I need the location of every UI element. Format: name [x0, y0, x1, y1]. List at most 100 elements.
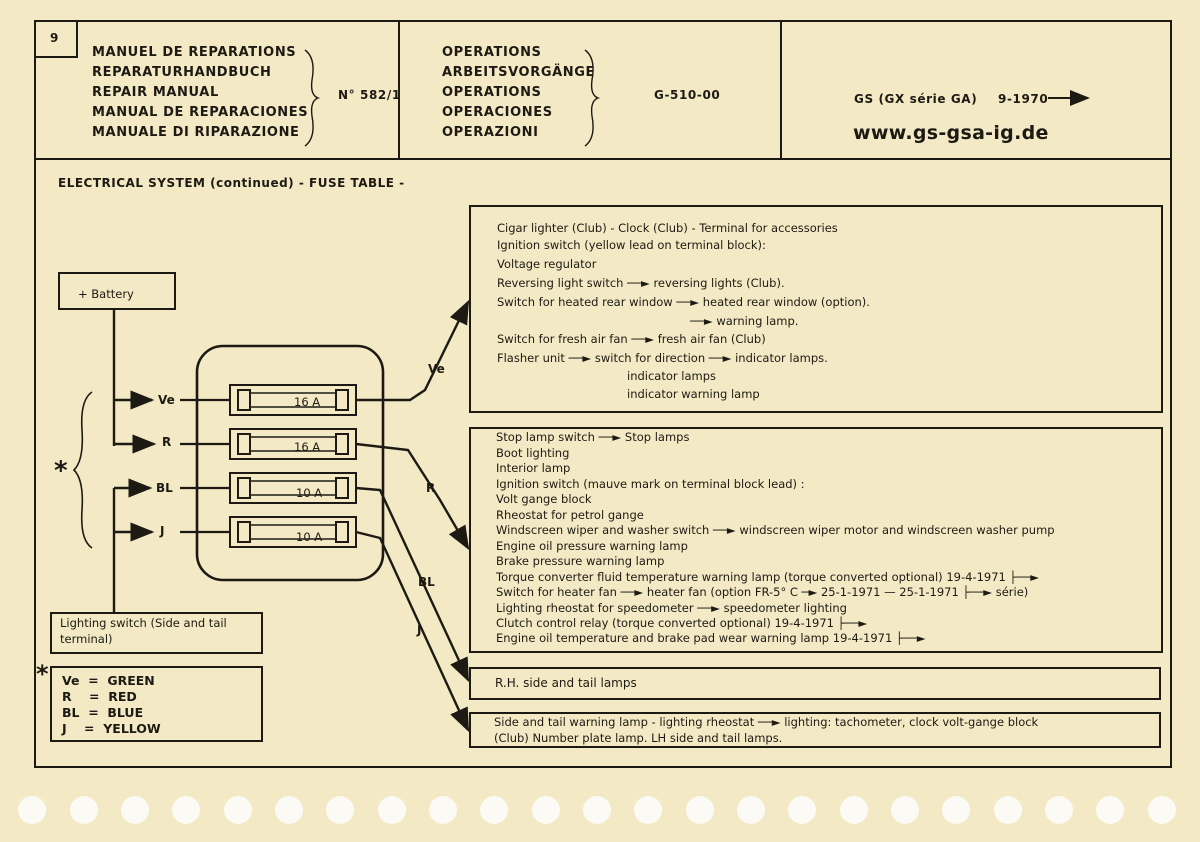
- punch-hole: [686, 796, 714, 824]
- legend-green: Ve = GREEN: [62, 673, 155, 688]
- box1-line-2: Ignition switch (yellow lead on terminal…: [497, 238, 766, 252]
- website-link[interactable]: www.gs-gsa-ig.de: [853, 122, 1049, 144]
- box1-line-10: indicator warning lamp: [627, 387, 760, 401]
- punch-hole: [275, 796, 303, 824]
- box2-line-8: Engine oil pressure warning lamp: [496, 539, 688, 553]
- box1-line-6: ──► warning lamp.: [690, 314, 799, 328]
- box2-line-11: Switch for heater fan ──► heater fan (op…: [496, 585, 1029, 599]
- box1-line-5: Switch for heated rear window ──► heated…: [497, 295, 870, 309]
- punch-hole: [378, 796, 406, 824]
- punch-hole: [737, 796, 765, 824]
- legend-asterisk: *: [36, 660, 49, 688]
- wire-label-ve: Ve: [158, 393, 175, 407]
- punch-hole: [532, 796, 560, 824]
- page-number: 9: [50, 31, 59, 45]
- date-label: 9-1970: [998, 92, 1049, 106]
- box2-line-14: Engine oil temperature and brake pad wea…: [496, 631, 926, 645]
- page-number-box: [34, 20, 78, 58]
- box2-line-6: Rheostat for petrol gange: [496, 508, 644, 522]
- punch-hole: [326, 796, 354, 824]
- legend-yellow: J = YELLOW: [62, 721, 161, 736]
- punch-hole: [121, 796, 149, 824]
- header-divider-1: [398, 20, 400, 160]
- wire-j-out: [355, 530, 470, 733]
- output-label-r: R: [426, 481, 436, 495]
- box1-line-7: Switch for fresh air fan ──► fresh air f…: [497, 332, 766, 346]
- fuse-rating-4: 10 A: [296, 530, 323, 544]
- battery-label: + Battery: [78, 287, 134, 301]
- box2-line-5: Volt gange block: [496, 492, 592, 506]
- box1-line-8: Flasher unit ──► switch for direction ──…: [497, 351, 828, 365]
- box2-line-9: Brake pressure warning lamp: [496, 554, 665, 568]
- legend-blue: BL = BLUE: [62, 705, 144, 720]
- manual-title-it: MANUALE DI RIPARAZIONE: [92, 125, 300, 140]
- box2-line-7: Windscreen wiper and washer switch ──► w…: [496, 523, 1055, 537]
- punch-hole: [224, 796, 252, 824]
- circuit-box-r: [469, 427, 1163, 653]
- box1-line-9: indicator lamps: [627, 369, 717, 383]
- box2-line-3: Interior lamp: [496, 461, 571, 475]
- fuse-3: [229, 472, 357, 504]
- lighting-switch-label-2: terminal): [60, 632, 113, 646]
- header-brace-2: [584, 49, 600, 147]
- operations-title-en: OPERATIONS: [442, 85, 542, 100]
- operations-title-it: OPERAZIONI: [442, 125, 539, 140]
- punch-hole: [480, 796, 508, 824]
- wire-label-bl: BL: [156, 481, 173, 495]
- section-title: ELECTRICAL SYSTEM (continued) - FUSE TAB…: [58, 176, 405, 190]
- fuse-rating-1: 16 A: [294, 395, 321, 409]
- manual-number: N° 582/1: [338, 88, 401, 102]
- color-legend: Ve = GREEN R = RED BL = BLUE J = YELLOW: [62, 673, 161, 737]
- lighting-switch-label-1: Lighting switch (Side and tail: [60, 616, 227, 630]
- manual-title-es: MANUAL DE REPARACIONES: [92, 105, 309, 120]
- operations-title-de: ARBEITSVORGÄNGE: [442, 65, 595, 80]
- punch-hole: [1148, 796, 1176, 824]
- manual-title-fr: MANUEL DE REPARATIONS: [92, 45, 297, 60]
- color-legend-box: [50, 666, 263, 742]
- fuse-box-outline: [195, 344, 385, 582]
- header-brace-1: [304, 49, 320, 147]
- wire-ve-out: [356, 299, 470, 402]
- punch-hole: [891, 796, 919, 824]
- operation-code: G-510-00: [654, 88, 721, 102]
- header-divider-2: [780, 20, 782, 160]
- punch-hole: [840, 796, 868, 824]
- punch-hole: [634, 796, 662, 824]
- page-frame: [34, 20, 1172, 768]
- circuit-box-j: [469, 712, 1161, 748]
- manual-title-de: REPARATURHANDBUCH: [92, 65, 272, 80]
- box1-line-1: Cigar lighter (Club) - Clock (Club) - Te…: [497, 221, 838, 235]
- header-bottom-rule: [34, 158, 1172, 160]
- operations-title-fr: OPERATIONS: [442, 45, 542, 60]
- punch-hole: [172, 796, 200, 824]
- circuit-box-bl: [469, 667, 1161, 700]
- punch-hole: [788, 796, 816, 824]
- wire-r-out: [355, 442, 470, 551]
- model-label: GS (GX série GA): [854, 92, 978, 106]
- fuse-1: [229, 384, 357, 416]
- fuse-2: [229, 428, 357, 460]
- legend-red: R = RED: [62, 689, 137, 704]
- box2-line-10: Torque converter fluid temperature warni…: [496, 570, 1040, 584]
- box2-line-4: Ignition switch (mauve mark on terminal …: [496, 477, 805, 491]
- circuit-box-ve: [469, 205, 1163, 413]
- battery-box: [58, 272, 176, 310]
- wire-label-j: J: [160, 524, 165, 538]
- box2-line-12: Lighting rheostat for speedometer ──► sp…: [496, 601, 847, 615]
- punch-hole: [583, 796, 611, 824]
- box2-line-13: Clutch control relay (torque converted o…: [496, 616, 868, 630]
- left-brace: [72, 391, 93, 549]
- lighting-switch-box: [50, 612, 263, 654]
- punch-hole: [70, 796, 98, 824]
- operations-title-es: OPERACIONES: [442, 105, 553, 120]
- punch-hole: [1096, 796, 1124, 824]
- punch-hole: [994, 796, 1022, 824]
- fuse-4: [229, 516, 357, 548]
- wire-bl-out: [355, 486, 470, 683]
- box1-line-3: Voltage regulator: [497, 257, 597, 271]
- box1-line-4: Reversing light switch ──► reversing lig…: [497, 276, 785, 290]
- box4-line-2: (Club) Number plate lamp. LH side and ta…: [494, 731, 783, 745]
- manual-title-en: REPAIR MANUAL: [92, 85, 219, 100]
- output-label-j: J: [417, 623, 422, 637]
- asterisk-marker: *: [54, 456, 68, 486]
